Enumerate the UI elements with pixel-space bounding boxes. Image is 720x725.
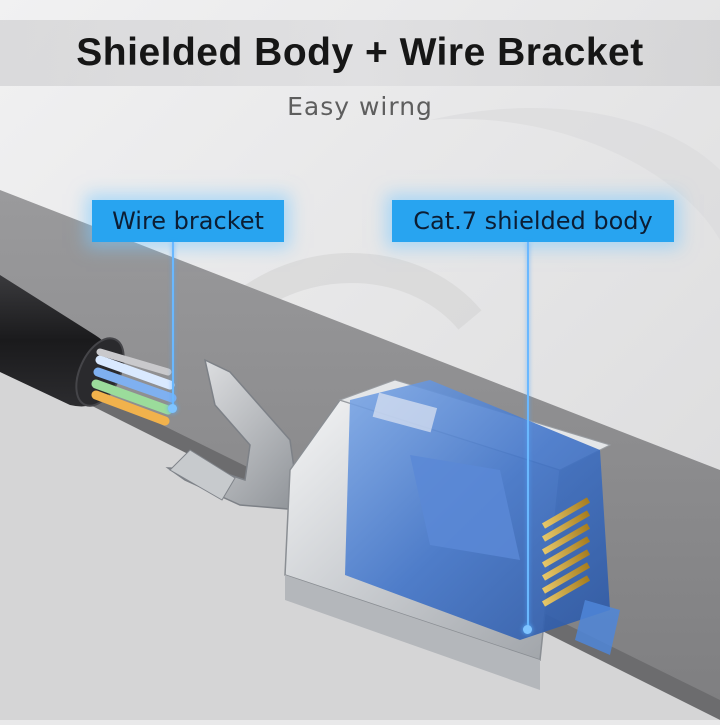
callout-wire-bracket: Wire bracket: [92, 200, 284, 242]
twisted-wires: [91, 348, 177, 426]
callout-shielded-body: Cat.7 shielded body: [392, 200, 674, 242]
leader-line-wire-bracket: [172, 242, 174, 407]
leader-dot-shielded-body: [523, 625, 532, 634]
leader-dot-wire-bracket: [168, 404, 177, 413]
title-banner: Shielded Body + Wire Bracket: [0, 20, 720, 86]
page-title: Shielded Body + Wire Bracket: [76, 31, 644, 74]
shielded-body-front: [285, 575, 540, 690]
background-swirl: [241, 253, 482, 331]
connector-tip: [575, 600, 620, 655]
connector-latch: [410, 455, 520, 560]
connector-window: [372, 392, 438, 433]
page-subtitle: Easy wirng: [287, 92, 433, 121]
wire-bracket-arm: [169, 449, 236, 501]
background-swirl: [430, 108, 720, 240]
gold-contacts: [541, 497, 591, 607]
leader-line-shielded-body: [527, 242, 529, 630]
